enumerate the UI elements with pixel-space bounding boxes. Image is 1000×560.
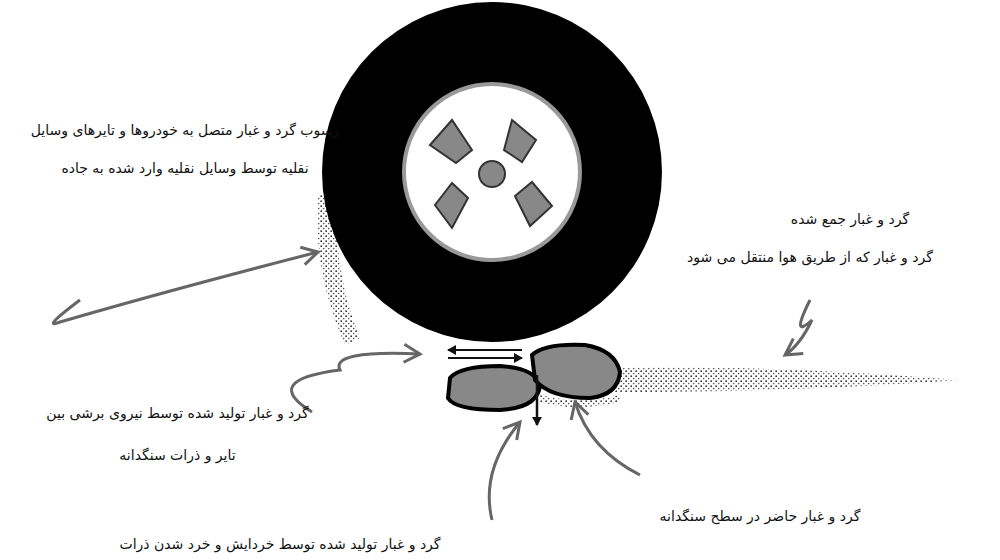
rim bbox=[404, 84, 580, 260]
aggregate bbox=[448, 366, 540, 410]
dust-layer bbox=[610, 367, 960, 392]
label-text: گرد و غبار تولید شده توسط نیروی برشی بین… bbox=[40, 392, 315, 476]
aggregate bbox=[532, 345, 620, 398]
tire bbox=[322, 2, 662, 342]
label-text: رسوب گرد و غبار متصل به خودروها و تایرها… bbox=[20, 112, 350, 188]
label-text: گرد و غبار جمع شده bbox=[740, 208, 960, 230]
label-text: گرد و غبار تولید شده توسط خردایش و خرد ش… bbox=[70, 533, 490, 555]
label-text: گرد و غبار که از طریق هوا منتقل می شود bbox=[625, 246, 995, 268]
label-text: گرد و غبار حاضر در سطح سنگدانه bbox=[615, 505, 905, 527]
